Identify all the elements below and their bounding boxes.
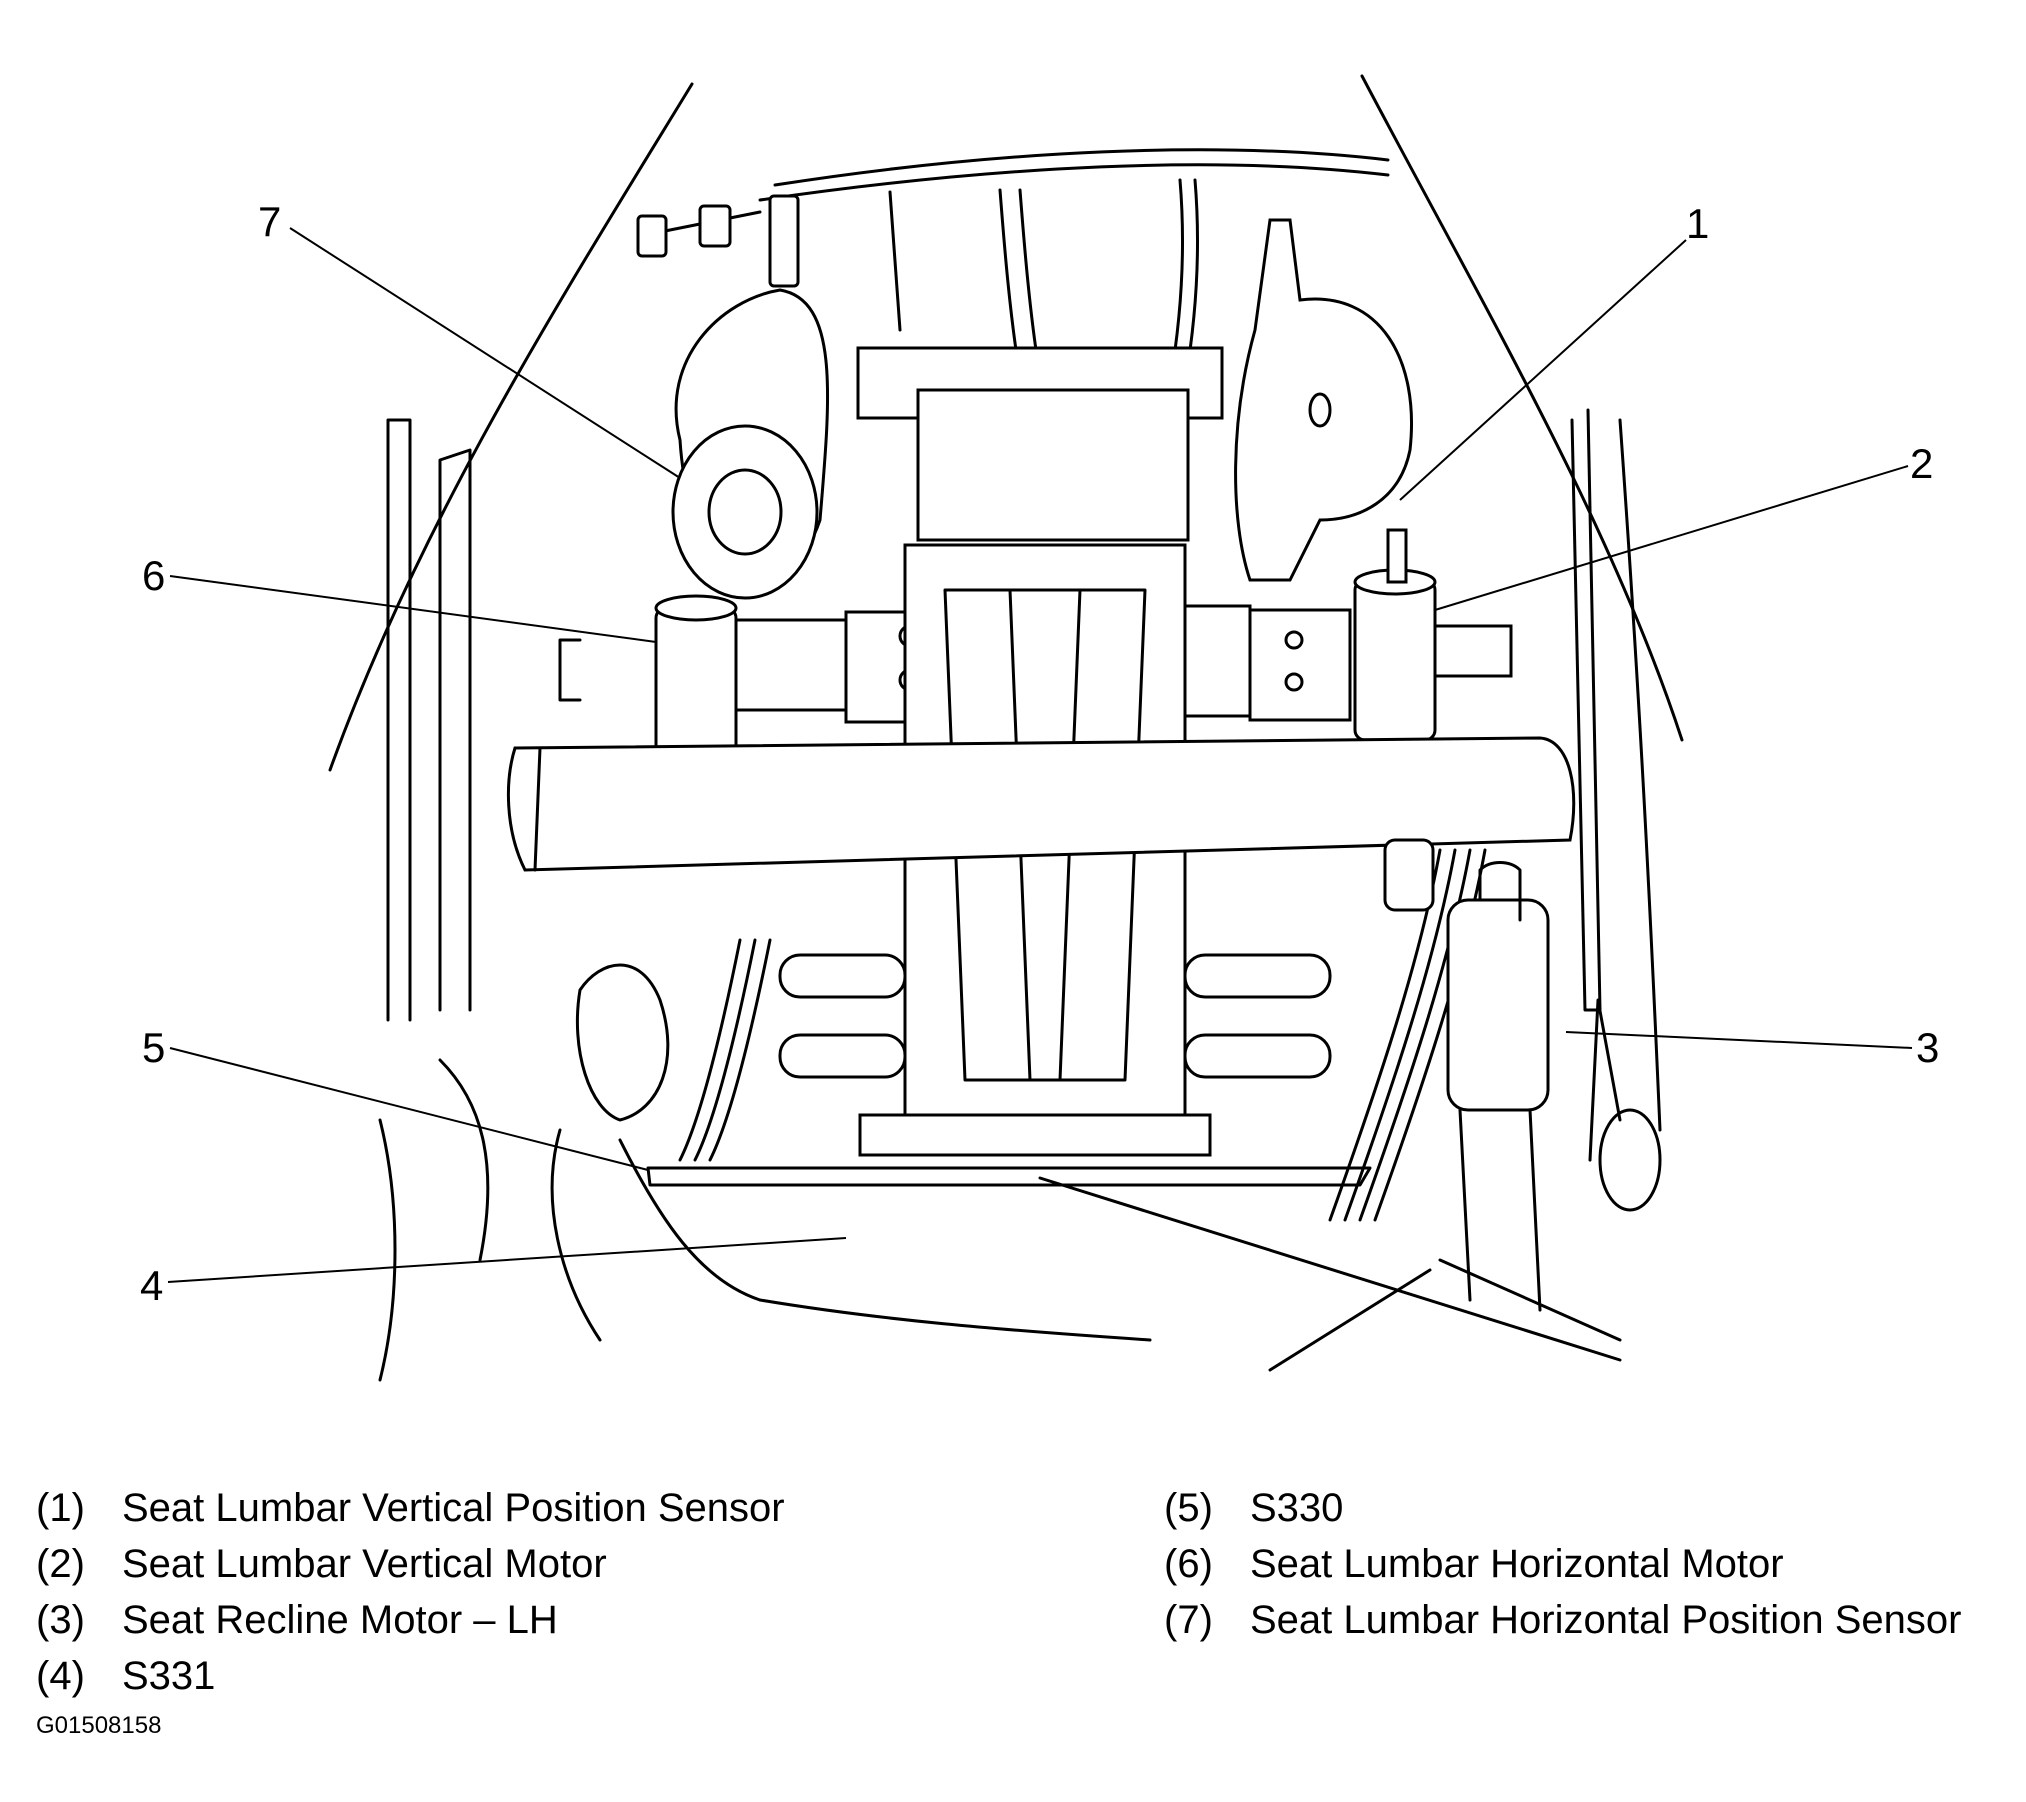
legend-number: (7): [1164, 1598, 1213, 1642]
callout-3: 3: [1916, 1024, 1939, 1071]
callout-5: 5: [142, 1024, 165, 1071]
leader-line-6: [169, 575, 657, 643]
legend-item-1: (1) Seat Lumbar Vertical Position Sensor: [36, 1480, 785, 1536]
legend-number: (5): [1164, 1486, 1213, 1530]
legend-number: (6): [1164, 1542, 1213, 1586]
legend-label: Seat Lumbar Vertical Motor: [122, 1542, 607, 1586]
lumbar-horizontal-sensor-housing: [671, 288, 830, 600]
seat-recline-motor: [1446, 861, 1662, 1312]
leader-line-4: [167, 1237, 847, 1283]
legend-item-3: (3) Seat Recline Motor – LH: [36, 1592, 785, 1648]
right-harness: [1328, 838, 1487, 1222]
callout-numbers: 1 2 3 4 5 6 7: [140, 198, 1939, 1309]
legend-item-5: (5) S330: [1164, 1480, 1961, 1536]
legend-label: S330: [1250, 1486, 1344, 1530]
left-harness: [378, 938, 1152, 1382]
callout-2: 2: [1910, 440, 1933, 487]
legend-label: Seat Recline Motor – LH: [122, 1598, 558, 1642]
legend-item-7: (7) Seat Lumbar Horizontal Position Sens…: [1164, 1592, 1961, 1648]
legend-number: (2): [36, 1542, 85, 1586]
legend-right-column: (5) S330 (6) Seat Lumbar Horizontal Moto…: [1164, 1480, 1961, 1648]
lumbar-vertical-position-sensor: [1234, 218, 1413, 582]
legend-number: (4): [36, 1654, 85, 1698]
seat-back-outline: [328, 74, 1684, 1132]
upper-cross-plate: [856, 346, 1224, 542]
legend-item-6: (6) Seat Lumbar Horizontal Motor: [1164, 1536, 1961, 1592]
leader-line-1: [1399, 239, 1687, 501]
lower-seat-slats: [778, 953, 1332, 1157]
leader-line-3: [1565, 1031, 1913, 1049]
leader-line-5: [169, 1047, 649, 1171]
lumbar-horizontal-motor: [558, 594, 924, 760]
legend-item-4: (4) S331: [36, 1648, 785, 1704]
leader-lines: [167, 227, 1913, 1283]
legend-left-column: (1) Seat Lumbar Vertical Position Sensor…: [36, 1480, 785, 1704]
callout-1: 1: [1686, 200, 1709, 247]
callout-7: 7: [258, 198, 281, 245]
main-cross-bar: [506, 736, 1576, 872]
legend-number: (3): [36, 1598, 85, 1642]
legend-number: (1): [36, 1486, 85, 1530]
leader-line-2: [1434, 465, 1909, 611]
leader-line-7: [289, 227, 681, 479]
figure-id: G01508158: [36, 1712, 162, 1739]
legend-label: Seat Lumbar Horizontal Motor: [1250, 1542, 1784, 1586]
callout-4: 4: [140, 1262, 163, 1309]
legend-label: S331: [122, 1654, 216, 1698]
callout-6: 6: [142, 552, 165, 599]
legend-label: Seat Lumbar Horizontal Position Sensor: [1250, 1598, 1962, 1642]
lumbar-vertical-motor: [1158, 528, 1513, 742]
legend-item-2: (2) Seat Lumbar Vertical Motor: [36, 1536, 785, 1592]
legend-label: Seat Lumbar Vertical Position Sensor: [122, 1486, 785, 1530]
